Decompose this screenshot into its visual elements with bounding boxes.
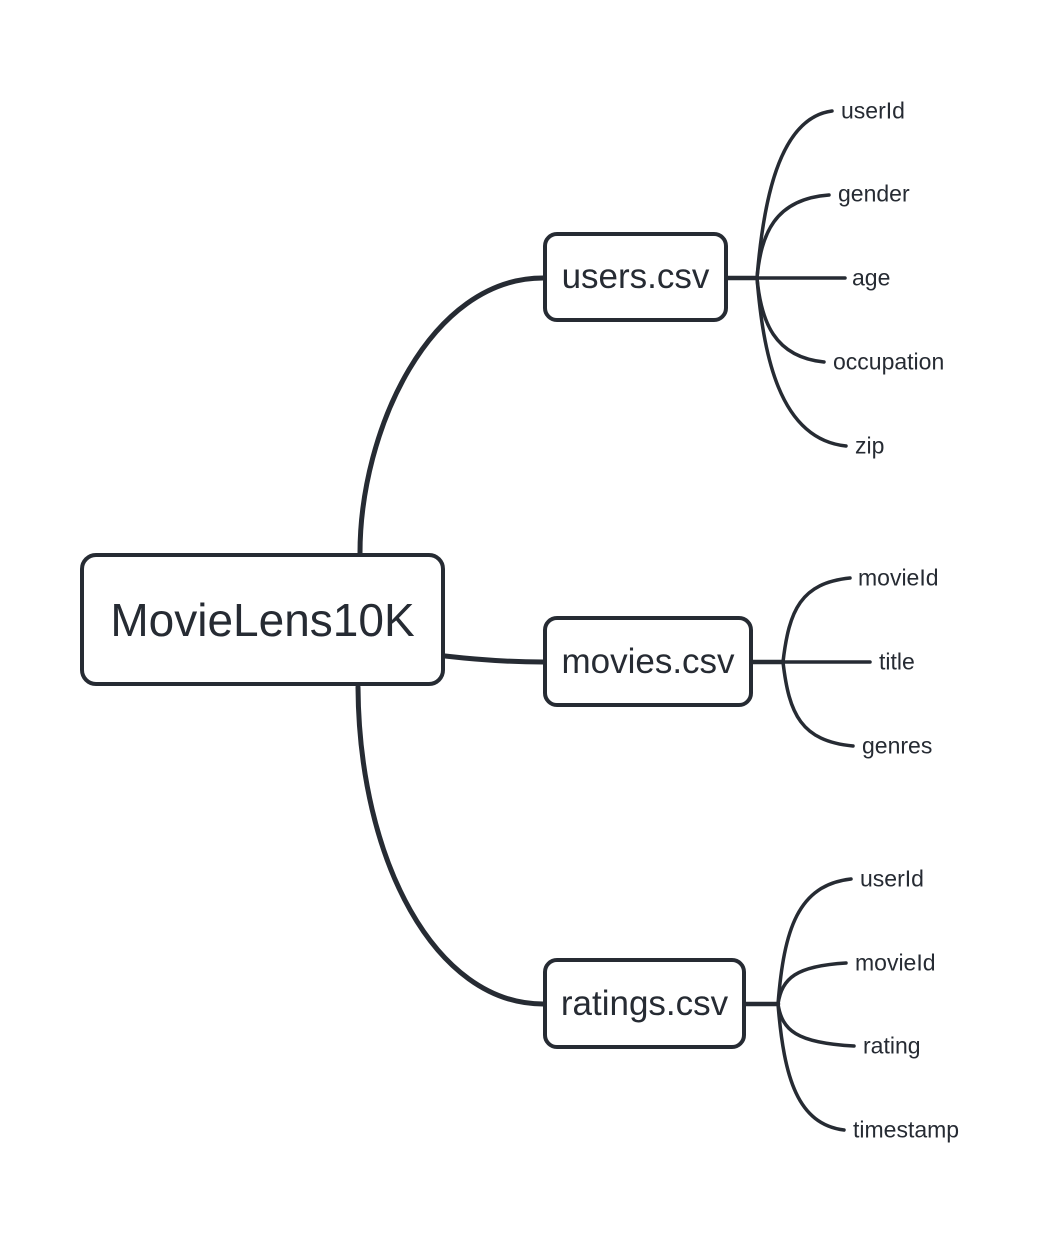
leaf-users-userid: userId: [841, 97, 905, 124]
edge-root-to-movies: [442, 653, 546, 665]
leaf-users-occupation: occupation: [833, 348, 945, 375]
leaf-ratings-rating: rating: [863, 1032, 921, 1059]
edge-ratings-rating: [776, 1002, 856, 1048]
leaf-movies-genres: genres: [862, 732, 933, 759]
node-users-csv: users.csv: [543, 232, 728, 322]
edge-ratings-userid: [776, 877, 853, 1006]
leaf-movies-movieid: movieId: [858, 564, 939, 591]
leaf-ratings-timestamp: timestamp: [853, 1116, 960, 1143]
node-root-movielens10k: MovieLens10K: [80, 553, 445, 686]
leaf-users-zip: zip: [855, 432, 885, 459]
movies-csv-label: movies.csv: [561, 641, 735, 681]
users-csv-label: users.csv: [561, 257, 710, 296]
edge-ratings-timestamp: [776, 1002, 846, 1132]
ratings-csv-label: ratings.csv: [560, 983, 729, 1023]
edge-ratings-movieid: [776, 961, 848, 1006]
leaf-ratings-movieid: movieId: [855, 949, 936, 976]
edge-root-to-ratings: [355, 684, 546, 1007]
leaf-movies-title: title: [879, 648, 915, 675]
leaf-users-gender: gender: [838, 180, 910, 207]
node-ratings-csv: ratings.csv: [543, 958, 746, 1049]
edge-root-to-users: [357, 275, 546, 556]
edge-movies-genres: [781, 660, 855, 748]
edge-users-zip: [755, 276, 848, 448]
leaf-users-age: age: [852, 264, 891, 291]
root-label: MovieLens10K: [110, 593, 415, 646]
leaf-ratings-userid: userId: [860, 865, 924, 892]
node-movies-csv: movies.csv: [543, 616, 753, 707]
edge-users-gender: [755, 193, 831, 280]
edge-movies-movieid: [781, 576, 852, 664]
